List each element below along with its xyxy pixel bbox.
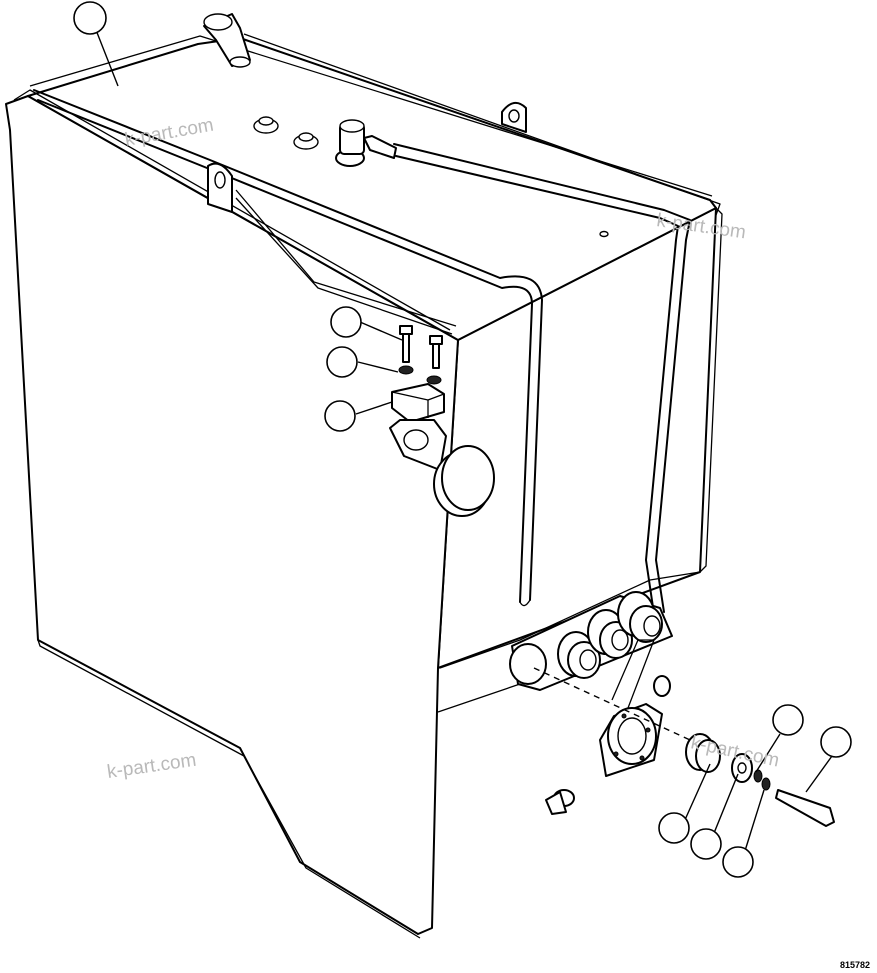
- callout-plate: [690, 828, 722, 860]
- lifting-eye: [207, 101, 527, 213]
- sight-plug: [433, 445, 495, 517]
- callout-lock-washer: [722, 846, 754, 878]
- exploded-parts: [533, 667, 835, 827]
- flange-plate: [599, 639, 663, 777]
- callout-clamp: [324, 400, 356, 432]
- callout-bolt: [330, 306, 362, 338]
- hydraulic-tank: [5, 33, 723, 939]
- callout-screw: [820, 726, 852, 758]
- filter-fittings: [509, 591, 673, 815]
- callout-tank: [73, 1, 107, 35]
- bolts: [398, 325, 443, 385]
- pipe-clamp: [389, 383, 447, 471]
- callout-screw-top: [772, 704, 804, 736]
- filler-neck: [203, 13, 251, 68]
- handle-pipe: [33, 89, 543, 607]
- callouts: [73, 1, 852, 878]
- watermark-3: k-part.com: [106, 750, 198, 783]
- breather-hose: [335, 119, 691, 615]
- callout-plug-ring: [658, 812, 690, 844]
- top-ports: [253, 116, 609, 238]
- drawing-number: 815782: [840, 960, 870, 970]
- callout-washer: [326, 346, 358, 378]
